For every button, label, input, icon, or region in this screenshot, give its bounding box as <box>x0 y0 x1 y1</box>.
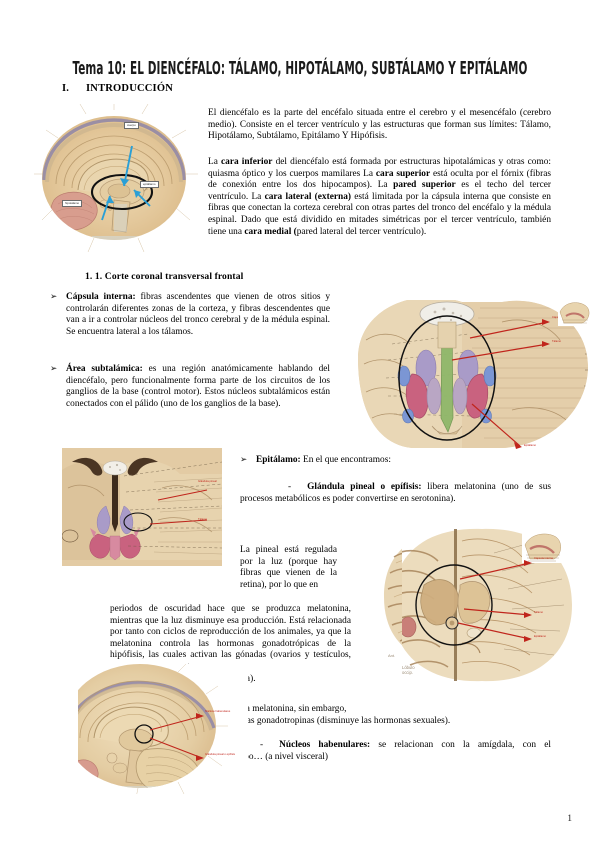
bullet-marker-icon: ➢ <box>50 364 58 374</box>
page-number: 1 <box>567 813 572 824</box>
svg-text:Lóbulo: Lóbulo <box>402 665 415 670</box>
figure-sagittal-bottom: Núcleos habenulares Glándula pineal o ep… <box>78 664 248 794</box>
red-label-epitalamo: Epitálamo <box>524 444 536 447</box>
pineal-col-text: La pineal está regulada por la luz (porq… <box>240 545 337 590</box>
red-label-glandula-pineal: Glándula pineal o epífisis <box>205 753 236 756</box>
sagittal-brain-illustration <box>34 104 199 256</box>
axial-right-illustration: Lóbulo occip. <box>402 527 600 687</box>
figure-axial-right: Lóbulo occip. <box>402 527 600 687</box>
inset-thumbnail <box>558 300 592 326</box>
bullet-text: es una región anatómicamente hablando de… <box>66 364 330 409</box>
intro-paragraph-1: El diencéfalo es la parte del encéfalo s… <box>208 108 551 142</box>
p2-term-cara-superior: cara superior <box>375 168 431 179</box>
highlight-circle-pineal <box>134 724 154 744</box>
p2-run-e: es el techo del tercer ventrículo. La <box>208 180 552 202</box>
red-leader-lines <box>457 562 531 640</box>
svg-text:occip.: occip. <box>402 670 413 675</box>
dash-marker: - <box>288 482 292 492</box>
bullet-term: Epitálamo: <box>256 455 301 465</box>
subheading-corte-coronal: 1. 1. Corte coronal transversal frontal <box>85 271 244 282</box>
red-leader-lines <box>451 321 549 447</box>
bullet-body: Cápsula interna: fibras ascendentes que … <box>66 292 330 338</box>
red-label-capsula-interna: Cápsula interna <box>534 557 553 560</box>
item-glandula-pineal: - Glándula pineal o epífisis: libera mela… <box>240 482 551 505</box>
p2-run-c: del diencéfalo está formada por estructu… <box>208 157 551 179</box>
red-label-talamo: Tálamo <box>552 340 561 343</box>
intro-paragraph-2: La cara inferior del diencéfalo está for… <box>208 157 551 238</box>
dash-marker: - <box>260 740 264 750</box>
callout-label-epitalamo: epitálamo <box>140 181 159 189</box>
coronal-left-illustration <box>62 448 222 570</box>
item-nucleos-habenulares: - Núcleos habenulares: se relacionan con … <box>212 740 551 763</box>
red-label-glandula-pineal: Glándula pineal <box>198 480 217 483</box>
red-label-nucleos-habenulares: Núcleos habenulares <box>205 710 231 713</box>
item-term: Núcleos habenulares: <box>279 740 371 750</box>
inset-thumbnail <box>522 529 566 563</box>
callout-label-cuerpo: cuerpo <box>124 122 139 130</box>
section-heading-introduccion: I. INTRODUCCIÓN <box>62 83 173 94</box>
p2-term-cara-medial: cara medial ( <box>244 226 297 237</box>
callout-label-hipotalamo: hipotálamo <box>62 200 83 208</box>
bullet-text: fibras ascendentes que vienen de otros s… <box>66 292 331 337</box>
paragraph-melatonina-1: La melatonina, sin embargo, <box>240 704 368 716</box>
figure-coronal-right: Cápsula interna Tálamo Epitálamo <box>352 300 600 460</box>
item-text: se relacionan con la amígdala, con el hi… <box>212 740 551 762</box>
pineal-wide-text: periodos de oscuridad hace que se produz… <box>110 604 351 672</box>
section-title: INTRODUCCIÓN <box>86 83 173 94</box>
bullet-text: En el que encontramos: <box>300 455 391 465</box>
p2-term-pared-superior: pared superior <box>393 180 456 191</box>
p2-run-a: La <box>208 157 222 167</box>
highlight-ellipse-diencephalon <box>90 173 154 211</box>
sagittal-bottom-illustration <box>78 664 248 794</box>
p2-run-f: está limitada por la cápsula interna que… <box>208 191 551 237</box>
red-label-talamo: Tálamo <box>198 518 207 521</box>
p2-term-cara-lateral: cara lateral (externa) <box>264 191 351 202</box>
melatonina-line-2: inhibe a las gonadotropinas (disminuye l… <box>212 716 451 726</box>
bullet-area-subtalamica: ➢ Área subtalámica: es una región anatóm… <box>50 364 330 410</box>
item-text: libera melatonina (uno de sus procesos m… <box>240 482 551 504</box>
paragraph-pineal-col: La pineal está regulada por la luz (porq… <box>240 545 337 591</box>
bullet-marker-icon: ➢ <box>240 455 248 465</box>
bullet-term: Área subtalámica: <box>66 364 143 374</box>
red-label-talamo: Tálamo <box>534 611 543 614</box>
highlight-ellipse-thalamus <box>415 564 493 646</box>
bullet-body: Epitálamo: En el que encontramos: <box>256 455 540 467</box>
item-term: Glándula pineal o epífisis: <box>307 482 422 492</box>
highlight-ellipse-diencephalon <box>398 315 496 441</box>
bullet-epitalamo: ➢ Epitálamo: En el que encontramos: <box>240 455 540 467</box>
svg-text:Ant.: Ant. <box>388 653 395 658</box>
bullet-marker-icon: ➢ <box>50 292 58 302</box>
melatonina-line-1: La melatonina, sin embargo, <box>240 704 347 714</box>
p2-term-cara-inferior: cara inferior <box>221 157 273 167</box>
p2-run-d: está oculta por el fórnix (fibras de con… <box>208 168 551 191</box>
p2-run-g: pared lateral del tercer ventrículo). <box>296 226 427 237</box>
figure-sagittal-top: cuerpo epitálamo hipotálamo <box>34 104 199 256</box>
paragraph-melatonina-2: inhibe a las gonadotropinas (disminuye l… <box>212 716 542 728</box>
figure-coronal-left: Glándula pineal Tálamo <box>62 448 222 570</box>
red-label-epitalamo: Epitálamo <box>534 635 546 638</box>
bullet-body: Área subtalámica: es una región anatómic… <box>66 364 330 410</box>
page-title: Tema 10: EL DIENCÉFALO: TÁLAMO, HIPOTÁLA… <box>72 58 528 79</box>
section-number: I. <box>62 83 70 94</box>
arrow-heads <box>106 178 141 203</box>
bullet-term: Cápsula interna: <box>66 292 136 302</box>
bullet-capsula-interna: ➢ Cápsula interna: fibras ascendentes qu… <box>50 292 330 338</box>
highlight-ellipse-pineal <box>123 512 153 532</box>
coronal-brain-illustration <box>352 300 600 460</box>
